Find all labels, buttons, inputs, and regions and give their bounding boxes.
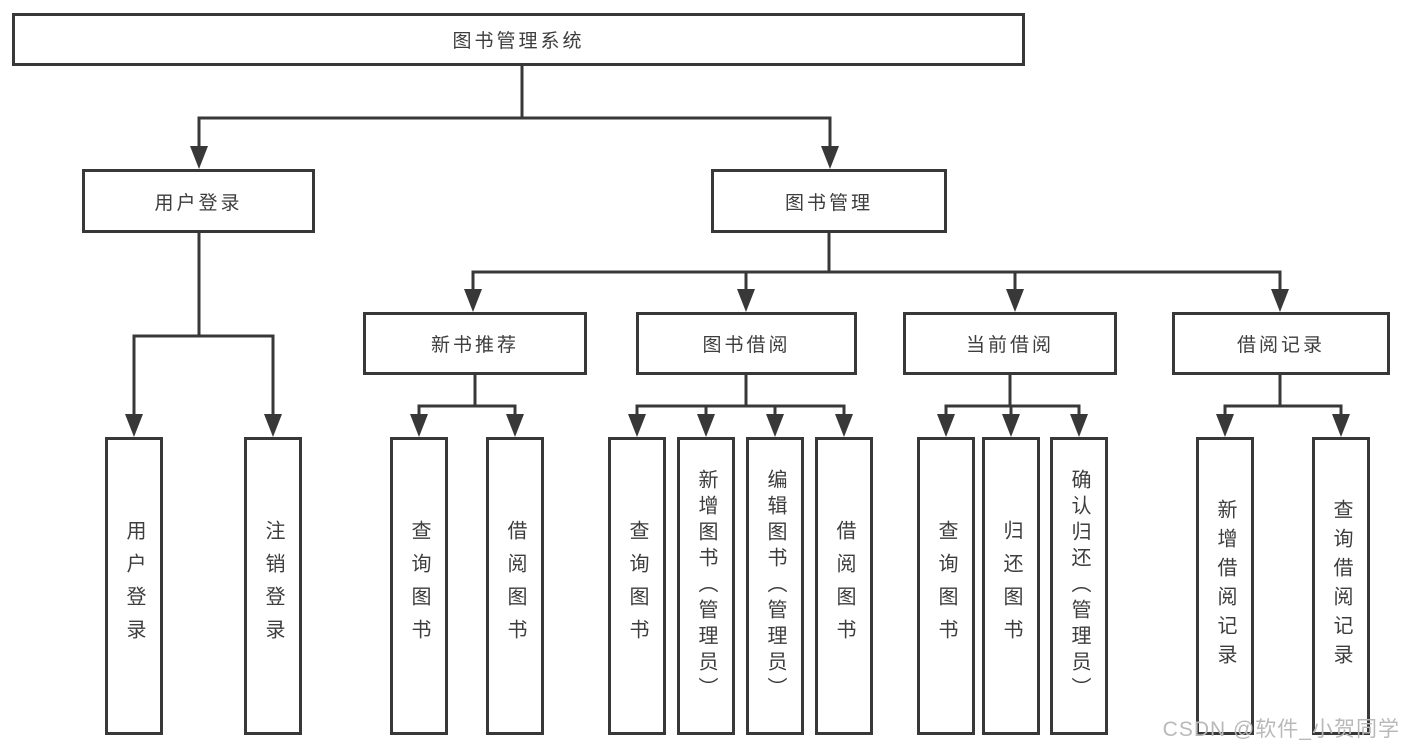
node-label: 新书推荐: [430, 335, 519, 356]
node-book-management: 图书管理: [711, 169, 947, 233]
node-current-borrowing: 当前借阅: [903, 312, 1117, 375]
node-label: 用户登录: [154, 192, 243, 214]
leaf-add-borrow-record: 新增借阅记录: [1196, 437, 1254, 735]
leaf-confirm-return-admin: 确认归还（管理员）: [1050, 437, 1108, 735]
leaf-logout-login: 注销登录: [244, 437, 302, 735]
leaf-borrow-books: 借阅图书: [486, 437, 544, 735]
leaf-query-books: 查询图书: [608, 437, 666, 735]
leaf-query-books: 查询图书: [917, 437, 975, 735]
leaf-borrow-books: 借阅图书: [815, 437, 873, 735]
leaf-label: 查询图书: [935, 520, 957, 652]
leaf-label: 查询图书: [408, 520, 430, 652]
leaf-return-books: 归还图书: [982, 437, 1040, 735]
node-new-book-recommendation: 新书推荐: [363, 312, 587, 375]
node-borrowing-records: 借阅记录: [1172, 312, 1390, 375]
leaf-query-borrow-record: 查询借阅记录: [1312, 437, 1370, 735]
leaf-label: 新增图书（管理员）: [695, 469, 717, 703]
leaf-label: 用户登录: [123, 520, 145, 652]
node-label: 借阅记录: [1236, 335, 1325, 356]
leaf-label: 查询借阅记录: [1330, 499, 1352, 673]
leaf-label: 注销登录: [262, 520, 284, 652]
leaf-user-login: 用户登录: [105, 437, 163, 735]
node-label: 图书借阅: [702, 335, 791, 356]
node-library-management-system: 图书管理系统: [12, 13, 1025, 66]
node-book-borrowing: 图书借阅: [636, 312, 857, 375]
leaf-label: 借阅图书: [833, 520, 855, 652]
leaf-label: 归还图书: [1000, 520, 1022, 652]
leaf-label: 查询图书: [626, 520, 648, 652]
node-label: 图书管理: [784, 192, 873, 214]
leaf-label: 新增借阅记录: [1214, 499, 1236, 673]
leaf-edit-books-admin: 编辑图书（管理员）: [746, 437, 804, 735]
node-user-login: 用户登录: [82, 169, 315, 233]
node-label: 图书管理系统: [452, 31, 585, 52]
leaf-label: 确认归还（管理员）: [1068, 469, 1090, 703]
leaf-label: 编辑图书（管理员）: [764, 469, 786, 703]
leaf-add-books-admin: 新增图书（管理员）: [677, 437, 735, 735]
csdn-watermark: CSDN @软件_小贺同学: [1162, 718, 1400, 741]
node-label: 当前借阅: [965, 335, 1054, 356]
leaf-query-books: 查询图书: [390, 437, 448, 735]
leaf-label: 借阅图书: [504, 520, 526, 652]
